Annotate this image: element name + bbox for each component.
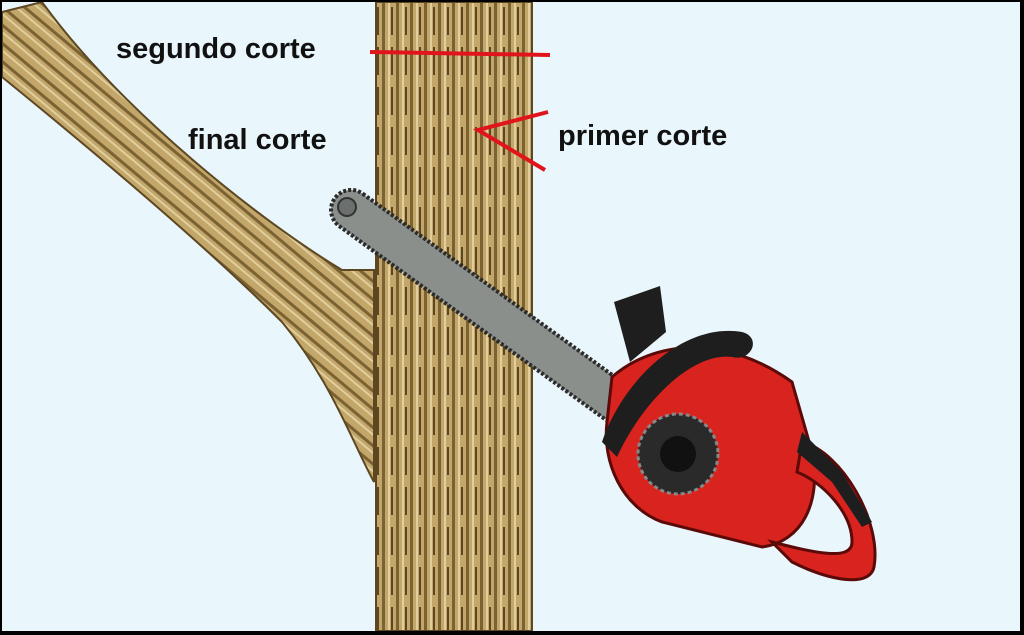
label-first-cut: primer corte (558, 120, 728, 152)
second-cut-line (369, 50, 551, 57)
label-final-cut: final corte (188, 124, 327, 156)
chainsaw (329, 187, 877, 582)
branch (2, 2, 375, 483)
first-cut-notch (472, 110, 549, 172)
label-second-cut: segundo corte (116, 33, 316, 65)
